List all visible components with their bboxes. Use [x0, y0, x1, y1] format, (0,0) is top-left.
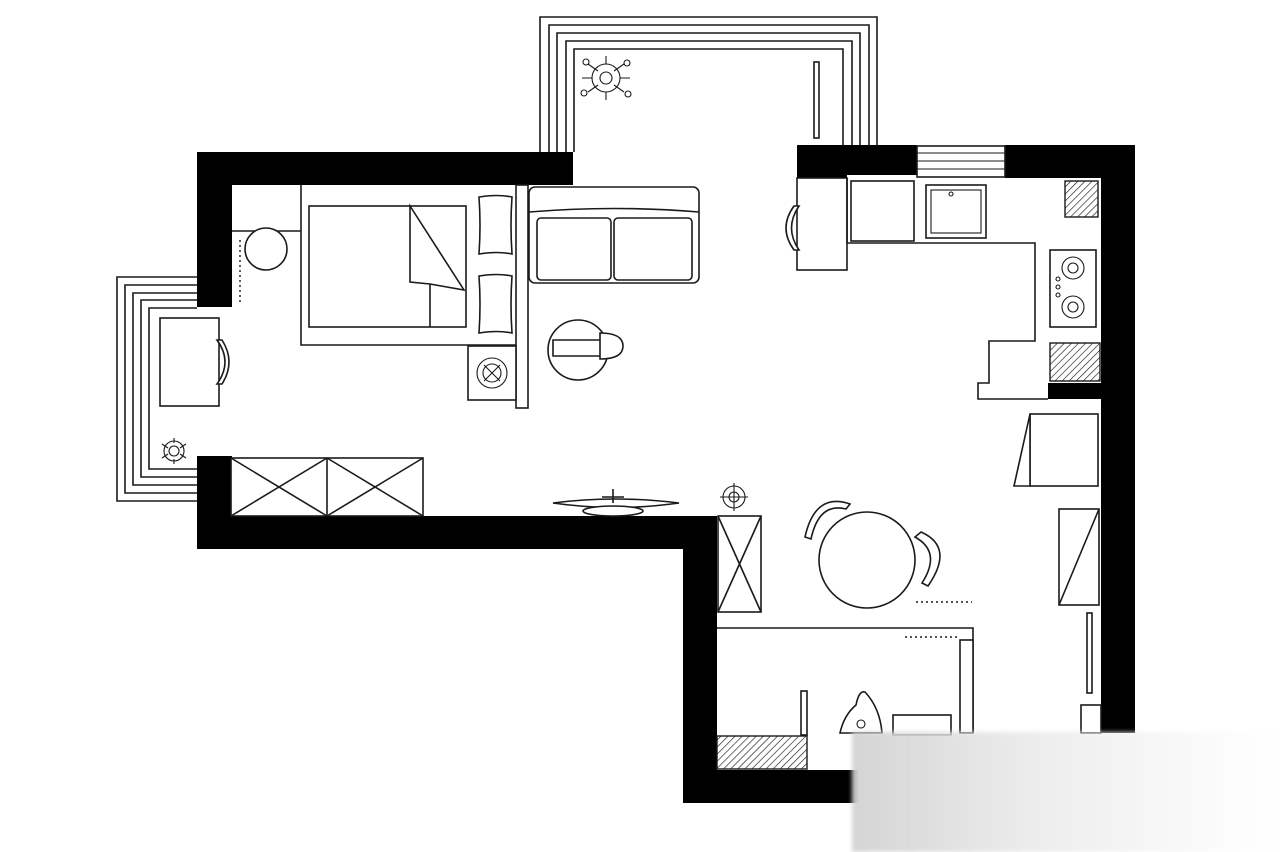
plant-balcony-left — [161, 438, 187, 464]
desk-left — [159, 317, 230, 407]
sink — [925, 184, 987, 239]
dining-chair — [913, 531, 941, 588]
pillow — [478, 273, 513, 334]
bedroom — [232, 184, 529, 409]
bath-cabinet-hatched — [716, 735, 808, 770]
dining-chair — [804, 500, 852, 541]
blurred-corner-overlay — [852, 732, 1280, 852]
bathroom — [716, 627, 974, 770]
desk-chair — [215, 339, 230, 385]
floor-lamp — [552, 489, 680, 517]
kitchen-cabinet-hatched — [1064, 180, 1099, 218]
sofa — [528, 186, 700, 284]
pillow — [478, 194, 513, 255]
toilet — [839, 690, 883, 734]
desk-top — [796, 177, 848, 271]
fridge — [850, 180, 915, 242]
balcony-left — [116, 276, 197, 502]
kitchen-window — [916, 145, 1006, 178]
plant-balcony-top — [580, 56, 632, 100]
lounge-chair — [547, 319, 624, 381]
kitchen — [785, 177, 1101, 487]
kitchen-cabinet-hatched — [1049, 342, 1101, 382]
walls — [197, 145, 1135, 803]
entry-cabinet — [717, 483, 762, 613]
wardrobe-living — [230, 457, 424, 517]
armchair — [1029, 413, 1099, 487]
balcony-top — [539, 16, 878, 152]
dining — [804, 500, 1102, 734]
dining-table — [818, 511, 916, 609]
side-table — [244, 227, 288, 271]
desk-top-chair — [785, 205, 801, 251]
